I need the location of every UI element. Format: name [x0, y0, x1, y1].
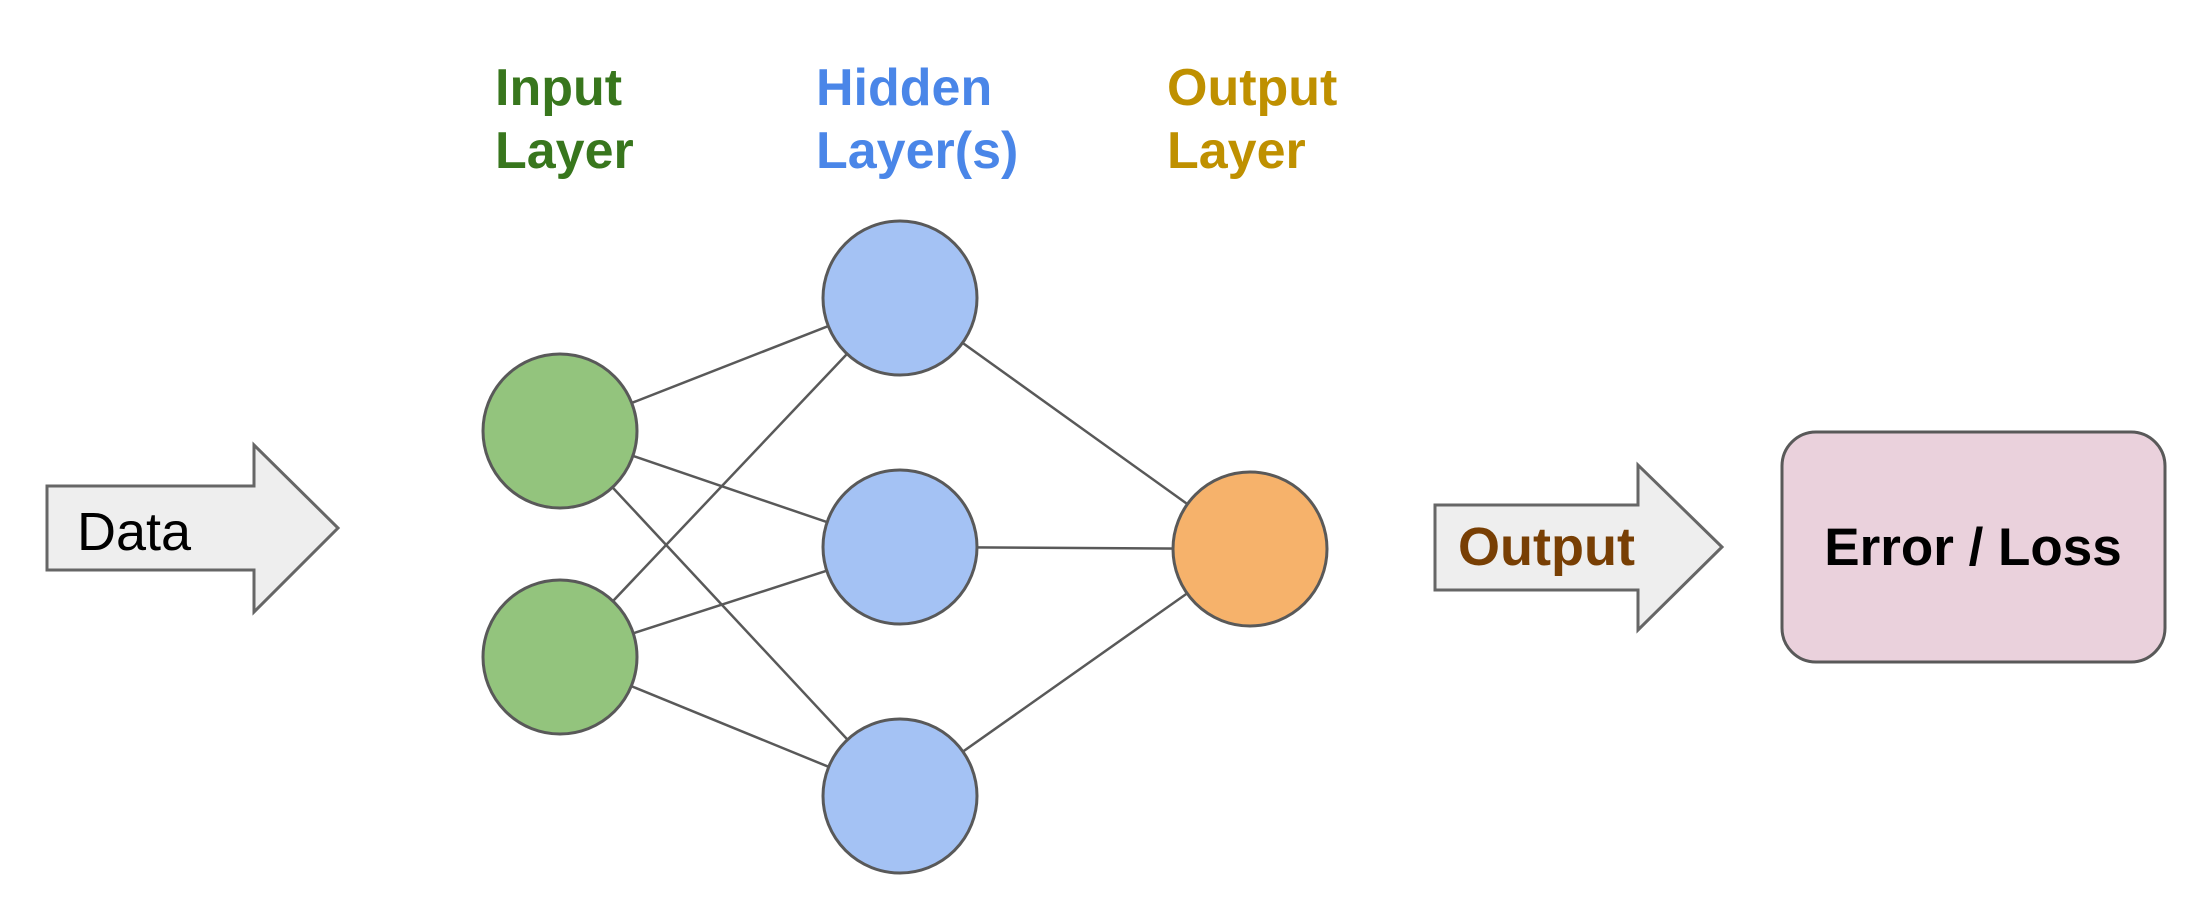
hidden-layer-label-line2: Layer(s) — [816, 122, 1018, 180]
hidden-layer-label: Hidden Layer(s) — [816, 59, 1018, 180]
hidden-node-3 — [821, 717, 979, 875]
data-arrow-label: Data — [77, 502, 192, 562]
output-arrow — [1433, 461, 1725, 634]
connection-line — [559, 297, 901, 658]
output-layer-nodes — [1171, 470, 1329, 628]
hidden-node-1 — [821, 219, 979, 377]
input-layer-label-line1: Input — [495, 59, 622, 117]
output-arrow-label: Output — [1458, 517, 1635, 577]
output-layer-label-line2: Layer — [1167, 122, 1306, 180]
hidden-layer-nodes — [821, 219, 979, 875]
input-node-1 — [481, 352, 639, 510]
output-node-1 — [1171, 470, 1329, 628]
error-loss-box — [1780, 430, 2167, 664]
input-layer-label-line2: Layer — [495, 122, 634, 180]
hidden-node-2 — [821, 468, 979, 626]
connection-line — [559, 430, 901, 797]
data-arrow — [45, 441, 341, 616]
error-loss-label: Error / Loss — [1824, 518, 2121, 577]
output-layer-label-line1: Output — [1167, 59, 1337, 117]
input-layer-nodes — [481, 352, 639, 736]
output-layer-label: Output Layer — [1167, 59, 1337, 180]
input-layer-label: Input Layer — [495, 59, 634, 180]
input-node-2 — [481, 578, 639, 736]
hidden-layer-label-line1: Hidden — [816, 59, 992, 117]
